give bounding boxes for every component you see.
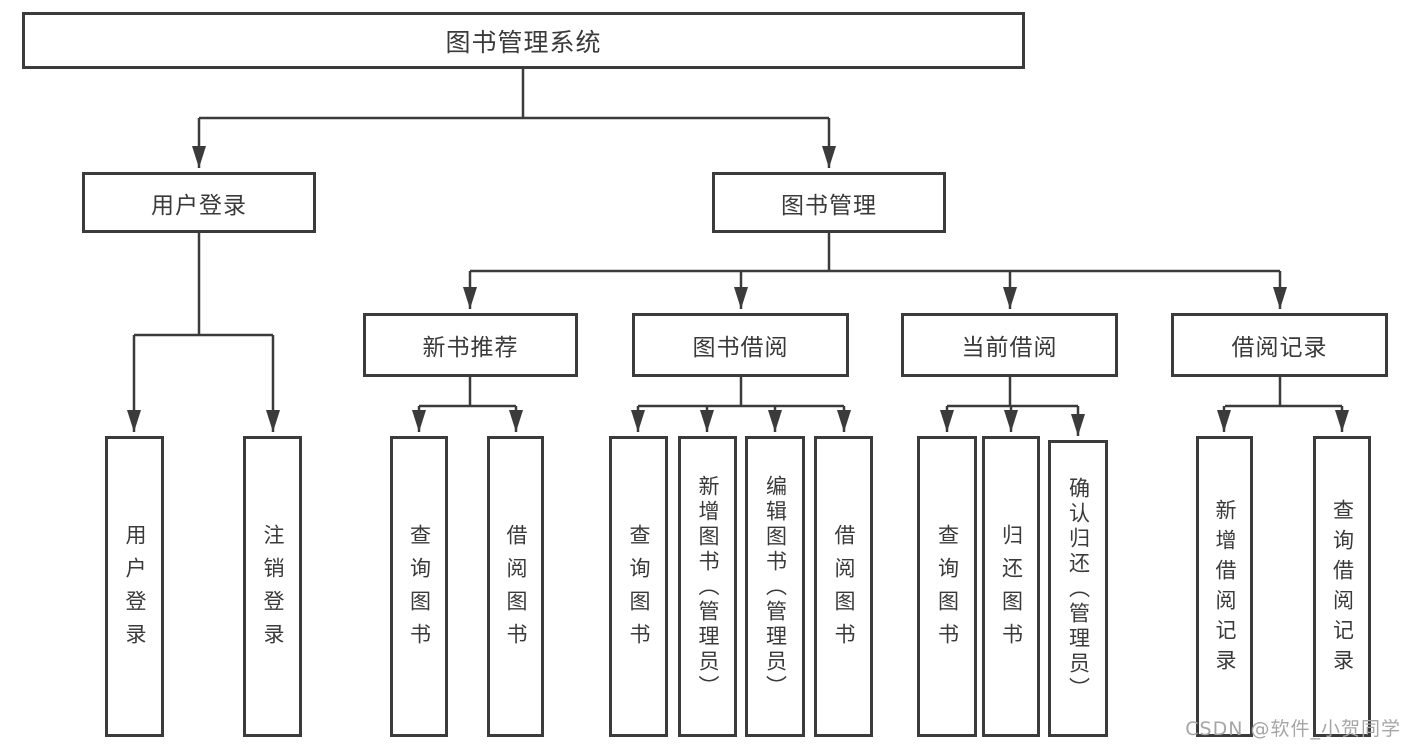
node-leaf-add-books-admin: 新增图书（管理员） — [678, 436, 737, 737]
csdn-watermark: CSDN @软件_小贺同学 — [1185, 718, 1401, 740]
leaf-label: 借阅图书 — [832, 523, 856, 656]
node-current-borrow: 当前借阅 — [901, 313, 1118, 377]
leaf-label: 用户登录 — [123, 523, 147, 656]
node-leaf-confirm-return-admin: 确认归还（管理员） — [1048, 440, 1108, 737]
node-user-login-group: 用户登录 — [82, 172, 316, 233]
node-leaf-user-login: 用户登录 — [105, 436, 164, 737]
node-leaf-borrow-books-2: 借阅图书 — [814, 436, 873, 737]
leaf-label: 注销登录 — [261, 523, 285, 656]
node-leaf-borrow-books-1: 借阅图书 — [487, 436, 544, 737]
leaf-label: 归还图书 — [999, 523, 1024, 656]
node-borrow-records: 借阅记录 — [1171, 313, 1388, 377]
node-leaf-return-books: 归还图书 — [982, 436, 1040, 737]
node-leaf-logout: 注销登录 — [243, 436, 302, 737]
node-book-borrow: 图书借阅 — [632, 313, 849, 377]
leaf-label: 编辑图书（管理员） — [763, 475, 788, 700]
node-leaf-query-borrow-record: 查询借阅记录 — [1313, 436, 1371, 737]
leaf-label: 查询图书 — [407, 523, 432, 656]
node-leaf-edit-books-admin: 编辑图书（管理员） — [745, 436, 805, 737]
leaf-label: 新增图书（管理员） — [696, 475, 720, 700]
leaf-label: 查询借阅记录 — [1330, 499, 1355, 679]
node-new-book-recommend: 新书推荐 — [363, 313, 578, 377]
node-system-root: 图书管理系统 — [22, 12, 1025, 69]
leaf-label: 查询图书 — [935, 523, 960, 656]
node-leaf-query-books-3: 查询图书 — [917, 436, 977, 737]
leaf-label: 确认归还（管理员） — [1066, 477, 1091, 702]
node-book-management: 图书管理 — [712, 172, 946, 233]
leaf-label: 借阅图书 — [504, 523, 528, 656]
node-leaf-query-books-1: 查询图书 — [390, 436, 448, 737]
node-leaf-add-borrow-record: 新增借阅记录 — [1196, 436, 1253, 737]
connector-lines — [134, 69, 1342, 408]
leaf-label: 查询图书 — [627, 523, 651, 656]
node-leaf-query-books-2: 查询图书 — [609, 436, 668, 737]
connector-arrows — [127, 118, 1349, 436]
leaf-label: 新增借阅记录 — [1213, 499, 1237, 679]
